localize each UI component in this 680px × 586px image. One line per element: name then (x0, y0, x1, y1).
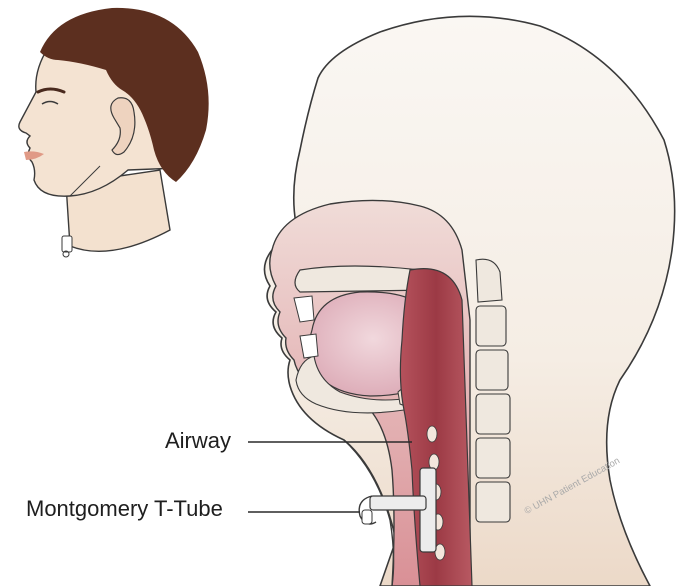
t-tube-label: Montgomery T-Tube (26, 498, 223, 520)
inset-t-tube-icon (62, 236, 72, 257)
head-cross-section (264, 16, 674, 586)
t-tube-plug (362, 510, 372, 524)
t-tube-side-limb (370, 496, 426, 510)
airway-label: Airway (165, 430, 231, 452)
face-profile-inset (19, 8, 209, 257)
